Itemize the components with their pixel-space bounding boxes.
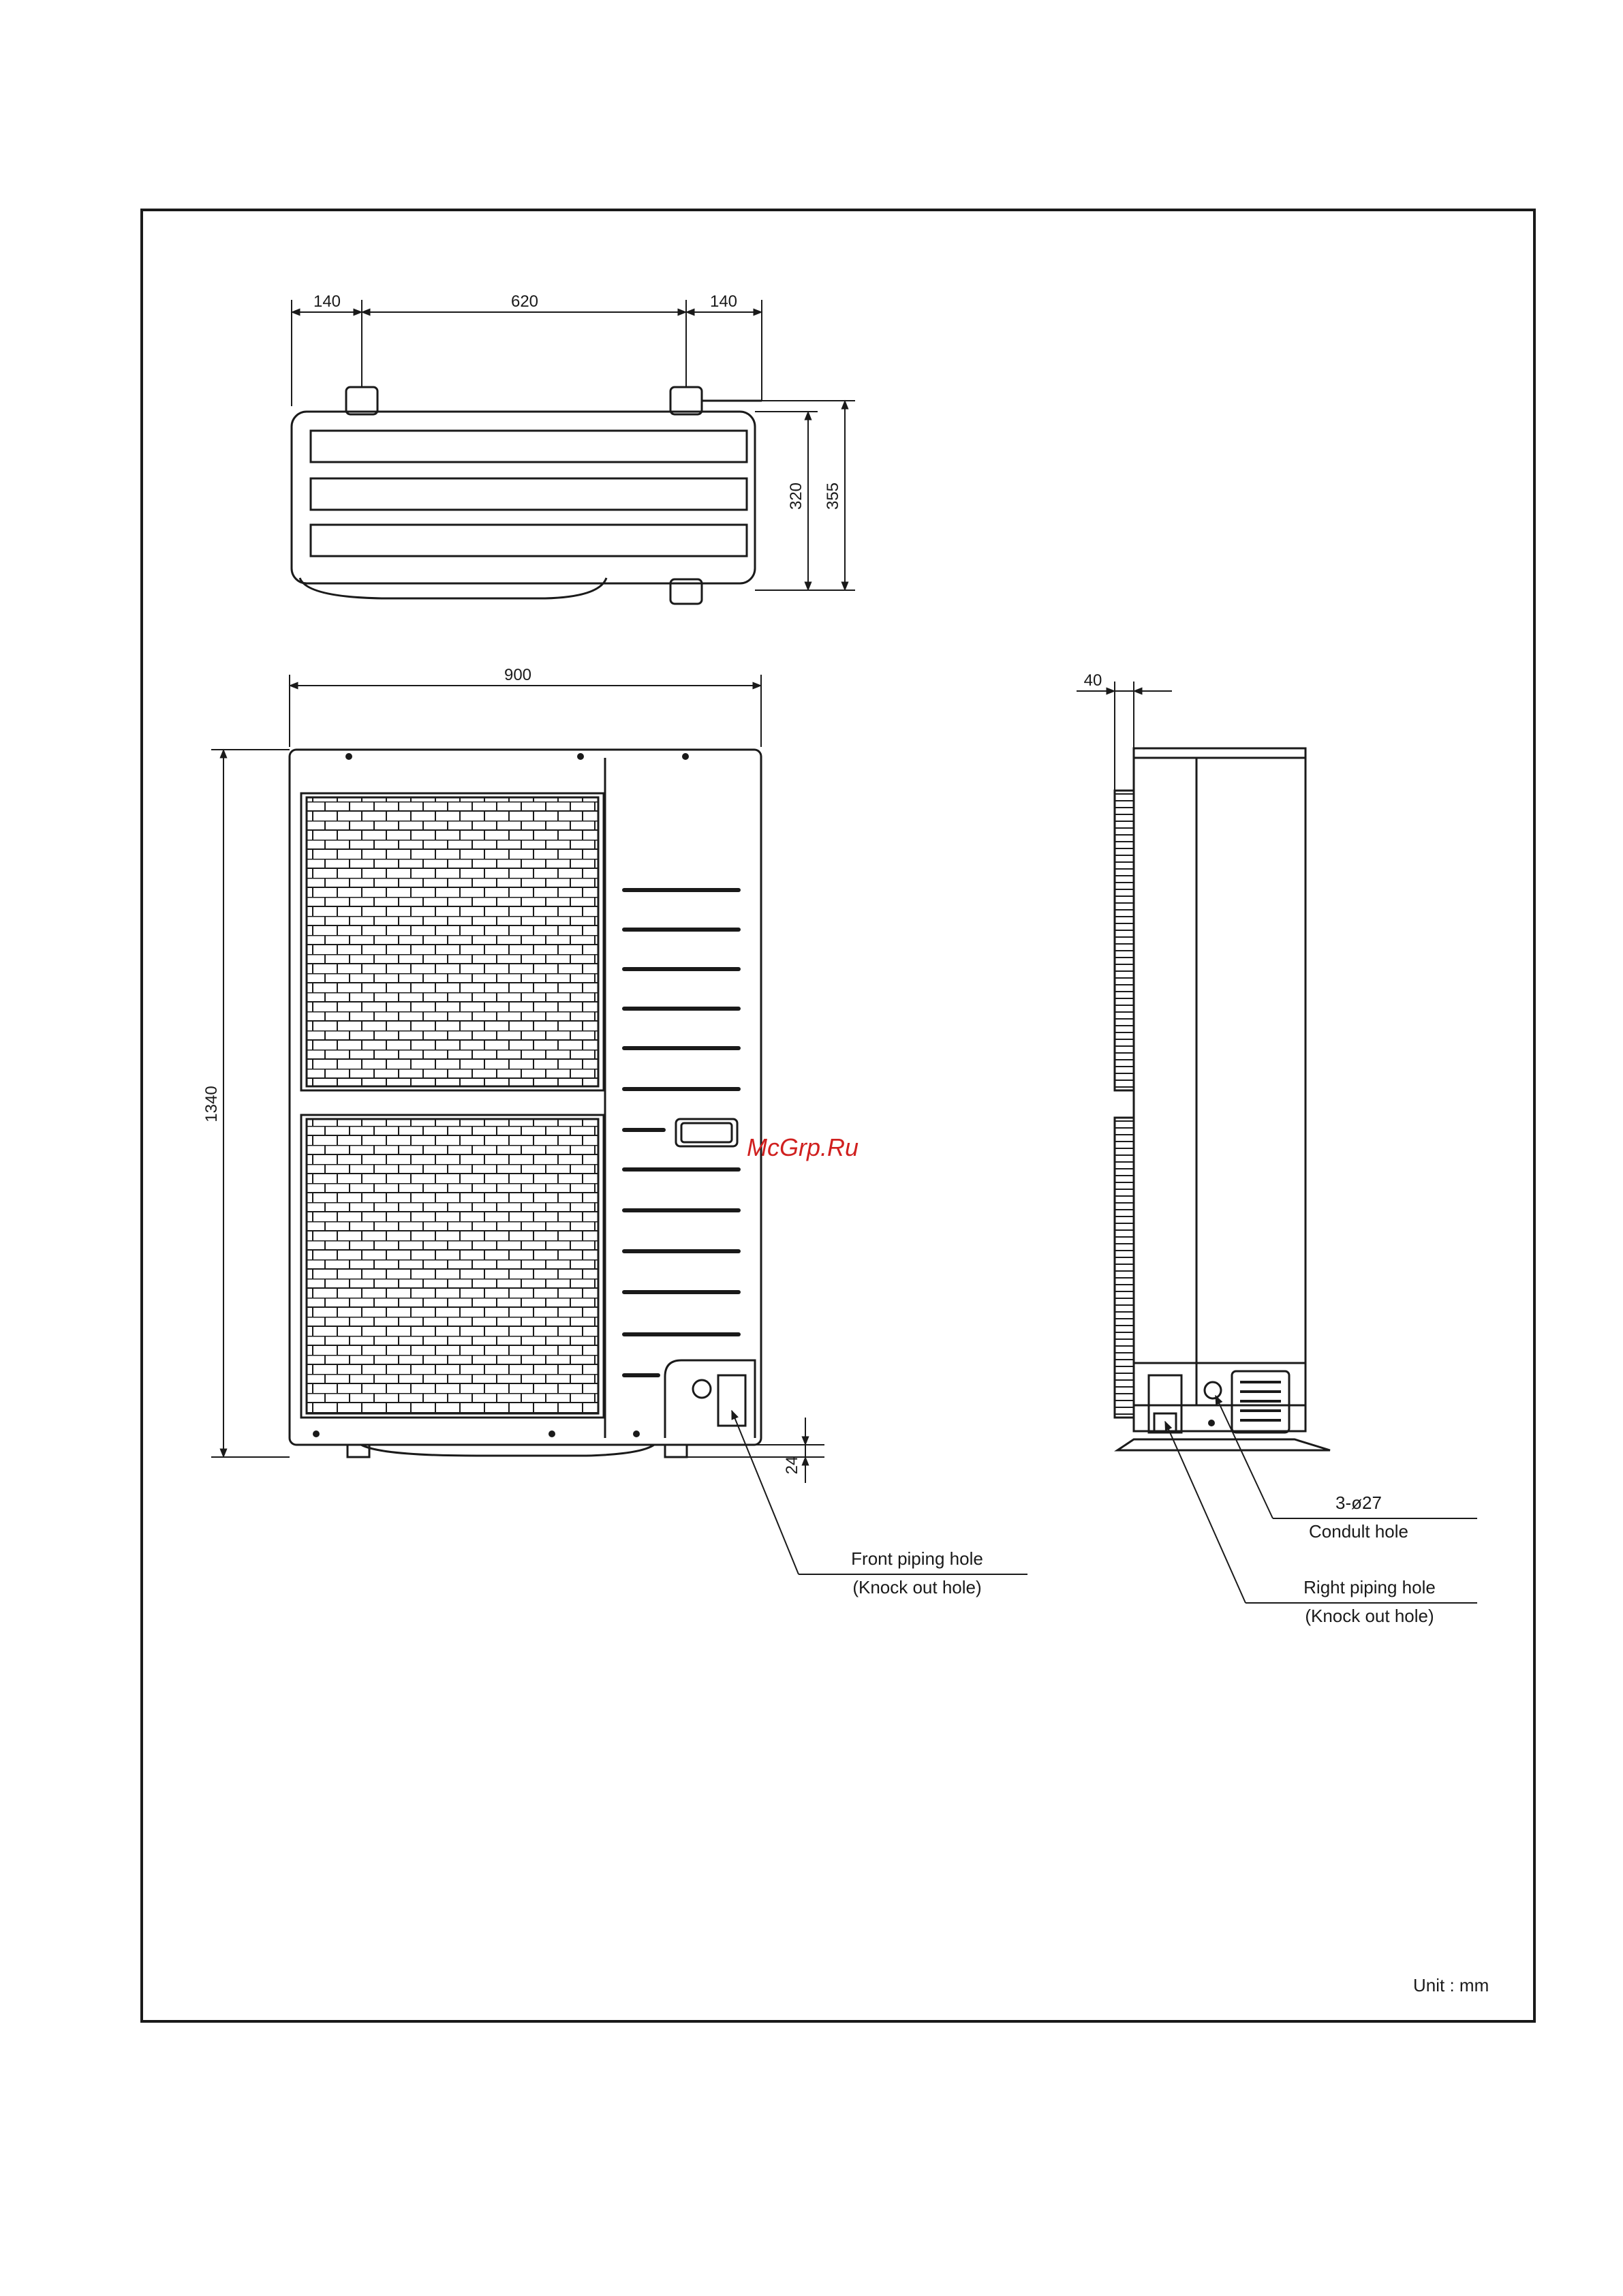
dim-top-middle: 620 <box>511 292 538 311</box>
front-view <box>290 750 761 1457</box>
dim-top-right: 140 <box>710 292 737 311</box>
front-piping-label-line2: (Knock out hole) <box>852 1577 981 1597</box>
side-view-dimension-lines <box>1077 682 1477 1603</box>
dim-depth-inner: 320 <box>787 483 805 510</box>
conduit-label-line1: 3-ø27 <box>1335 1493 1382 1513</box>
right-piping-label-line1: Right piping hole <box>1303 1577 1436 1597</box>
side-vent-slats <box>1240 1382 1281 1420</box>
conduit-label-line2: Condult hole <box>1309 1521 1408 1542</box>
side-view <box>1115 748 1330 1450</box>
dim-top-left: 140 <box>313 292 341 311</box>
dim-depth-outer: 355 <box>824 483 842 510</box>
watermark: McGrp.Ru <box>747 1133 859 1161</box>
dim-side-offset: 40 <box>1084 671 1102 690</box>
top-view <box>292 300 855 604</box>
side-screws <box>1208 1420 1215 1426</box>
dim-width: 900 <box>504 666 531 684</box>
dim-foot: 24 <box>783 1456 801 1475</box>
right-piping-label-line2: (Knock out hole) <box>1305 1606 1434 1626</box>
unit-note: Unit : mm <box>1413 1975 1489 1995</box>
dim-height: 1340 <box>202 1086 221 1122</box>
front-piping-label-line1: Front piping hole <box>851 1548 983 1569</box>
